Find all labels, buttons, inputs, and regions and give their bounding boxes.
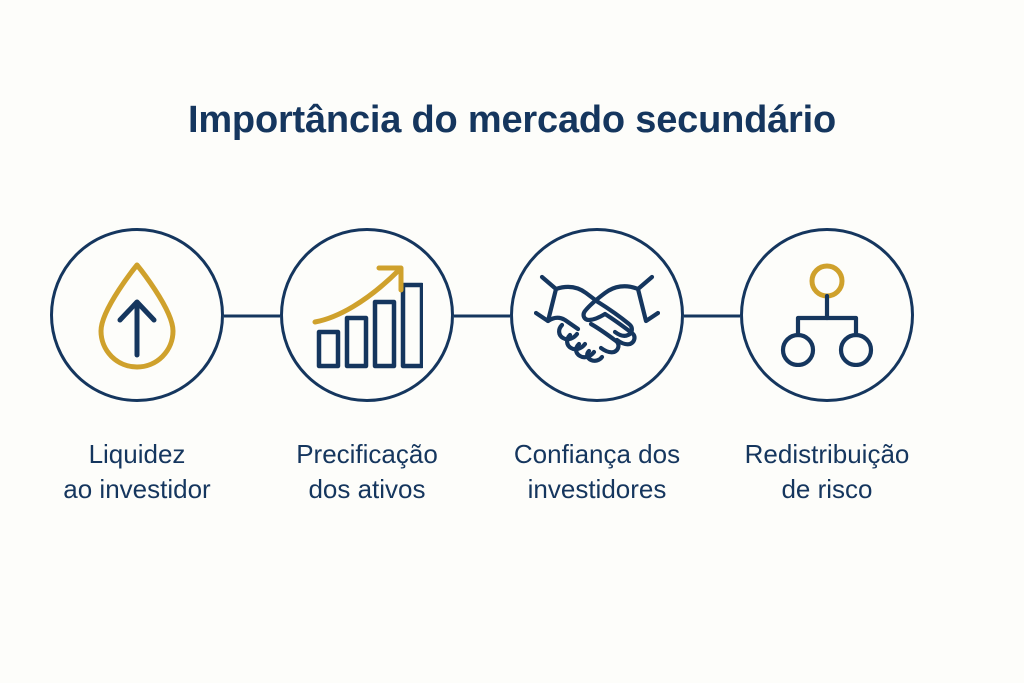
node-circle xyxy=(740,228,914,402)
flow-label-precificacao: Precificação dos ativos xyxy=(257,437,477,507)
page-title: Importância do mercado secundário xyxy=(187,99,836,141)
hierarchy-distribution-icon xyxy=(740,228,914,402)
finger-wrap-1 xyxy=(588,321,621,355)
label-line-1: Liquidez xyxy=(88,439,186,469)
label-line-1: Redistribuição xyxy=(744,439,910,469)
clasp-lower xyxy=(602,311,637,347)
bars-group xyxy=(316,282,423,369)
growth-arrow-head xyxy=(376,265,404,293)
label-line-2: de risco xyxy=(781,474,873,504)
flow-label-confianca: Confiança dos investidores xyxy=(487,437,707,507)
label-line-2: ao investidor xyxy=(63,474,211,504)
node-circle xyxy=(510,228,684,402)
parent-node-circle xyxy=(809,263,845,299)
knuckle-2 xyxy=(565,332,588,352)
drop-outline xyxy=(98,262,176,370)
label-line-2: investidores xyxy=(527,474,667,504)
water-drop-up-arrow-icon xyxy=(50,228,224,402)
flow-label-liquidez: Liquidez ao investidor xyxy=(27,437,247,507)
flow-diagram xyxy=(0,228,1024,404)
flow-node-precificacao[interactable] xyxy=(280,228,454,402)
child-node-right xyxy=(838,332,874,367)
bar-3 xyxy=(372,299,397,369)
bar-4 xyxy=(400,282,423,369)
child-node-left xyxy=(780,332,816,367)
knuckle-1 xyxy=(557,322,580,342)
label-line-2: dos ativos xyxy=(308,474,426,504)
branch-line xyxy=(795,315,859,338)
left-forearm xyxy=(553,284,601,305)
connector-lines xyxy=(224,314,740,318)
flow-labels: Liquidez ao investidor Precificação dos … xyxy=(0,437,1024,517)
node-circle xyxy=(50,228,224,402)
knuckle-3 xyxy=(574,341,597,360)
node-circle xyxy=(280,228,454,402)
arrow-head xyxy=(117,299,157,323)
flow-node-liquidez[interactable] xyxy=(50,228,224,402)
right-cuff xyxy=(635,274,660,324)
bar-chart-growth-arrow-icon xyxy=(280,228,454,402)
handshake-icon xyxy=(510,228,684,402)
right-hand-top xyxy=(581,284,641,323)
left-cuff xyxy=(534,274,559,324)
label-line-1: Confiança dos xyxy=(513,439,681,469)
knuckle-4 xyxy=(585,348,605,363)
clasp-upper xyxy=(595,299,634,338)
bar-1 xyxy=(316,329,341,369)
flow-node-redistribuicao[interactable] xyxy=(740,228,914,402)
bar-2 xyxy=(344,315,369,369)
growth-arrow-curve xyxy=(312,267,402,325)
label-line-1: Precificação xyxy=(296,439,438,469)
left-palm xyxy=(545,315,581,332)
flow-label-redistribuicao: Redistribuição de risco xyxy=(717,437,937,507)
flow-node-confianca[interactable] xyxy=(510,228,684,402)
